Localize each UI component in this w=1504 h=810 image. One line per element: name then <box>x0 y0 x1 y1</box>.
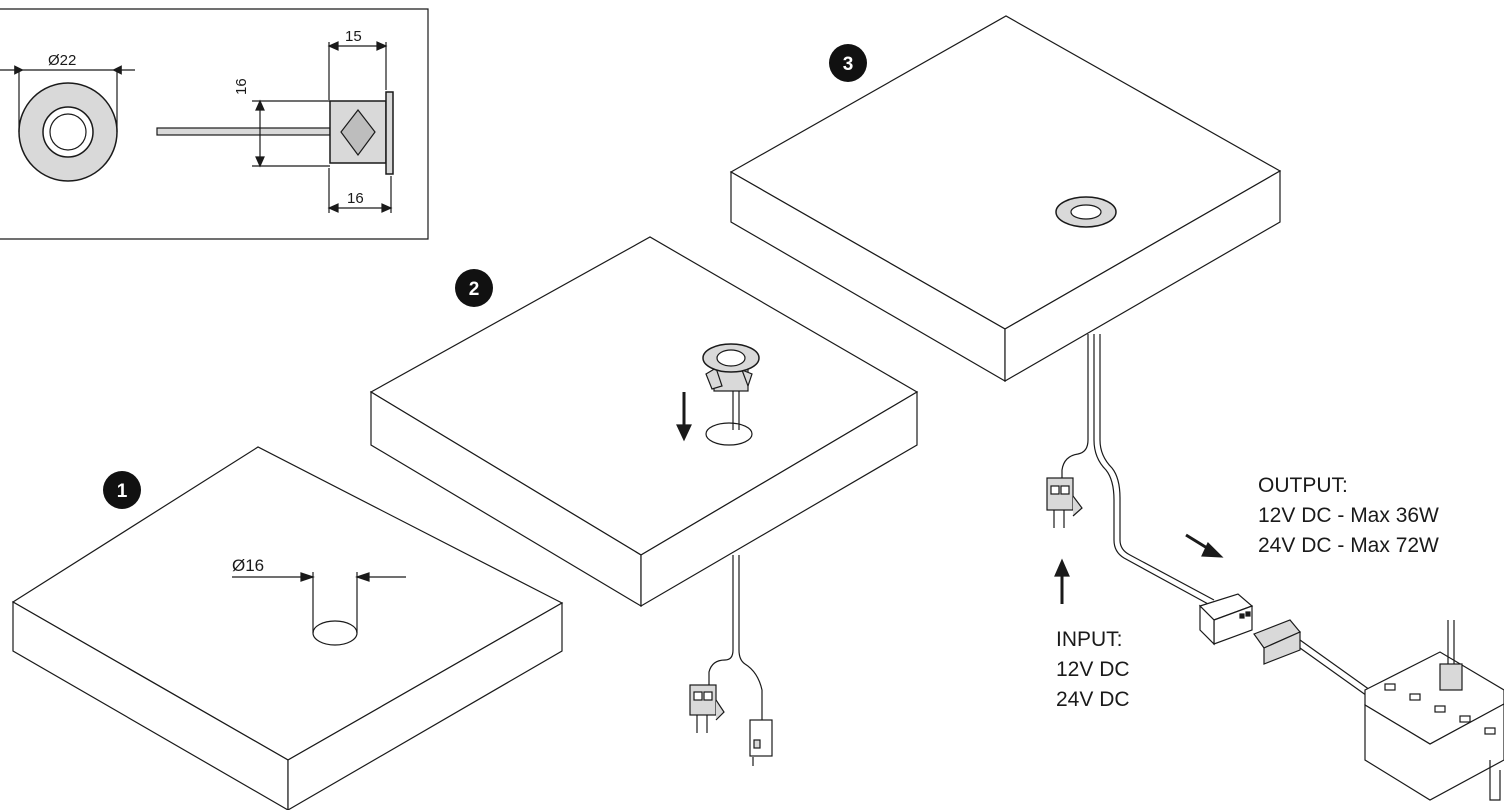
panel-step-3 <box>729 15 1504 801</box>
dimension-inset <box>0 8 429 240</box>
input-line-2: 24V DC <box>1056 688 1130 711</box>
panel-step-1 <box>11 446 564 810</box>
step-badge-1: 1 <box>103 471 141 509</box>
input-line-1: 12V DC <box>1056 658 1130 681</box>
step-badge-2: 2 <box>455 269 493 307</box>
bezel-diameter-label: Ø22 <box>48 52 76 69</box>
output-line-2: 24V DC - Max 72W <box>1258 534 1439 557</box>
total-depth-label: 16 <box>347 190 364 207</box>
output-line-1: 12V DC - Max 36W <box>1258 504 1439 527</box>
panel-step-2 <box>369 236 919 766</box>
step-number-3: 3 <box>843 54 854 75</box>
step-number-2: 2 <box>469 279 480 300</box>
input-spec: INPUT: 12V DC 24V DC <box>1056 628 1130 711</box>
hole-diameter-label: Ø16 <box>232 556 264 575</box>
body-height-label: 16 <box>233 78 250 95</box>
output-heading: OUTPUT: <box>1258 474 1348 497</box>
body-depth-label: 15 <box>345 28 362 45</box>
side-view <box>156 41 394 213</box>
inset-frame <box>0 8 429 240</box>
input-heading: INPUT: <box>1056 628 1123 651</box>
step-badge-3: 3 <box>829 44 867 82</box>
step-number-1: 1 <box>117 481 128 502</box>
front-view <box>0 65 135 182</box>
output-spec: OUTPUT: 12V DC - Max 36W 24V DC - Max 72… <box>1258 474 1439 557</box>
